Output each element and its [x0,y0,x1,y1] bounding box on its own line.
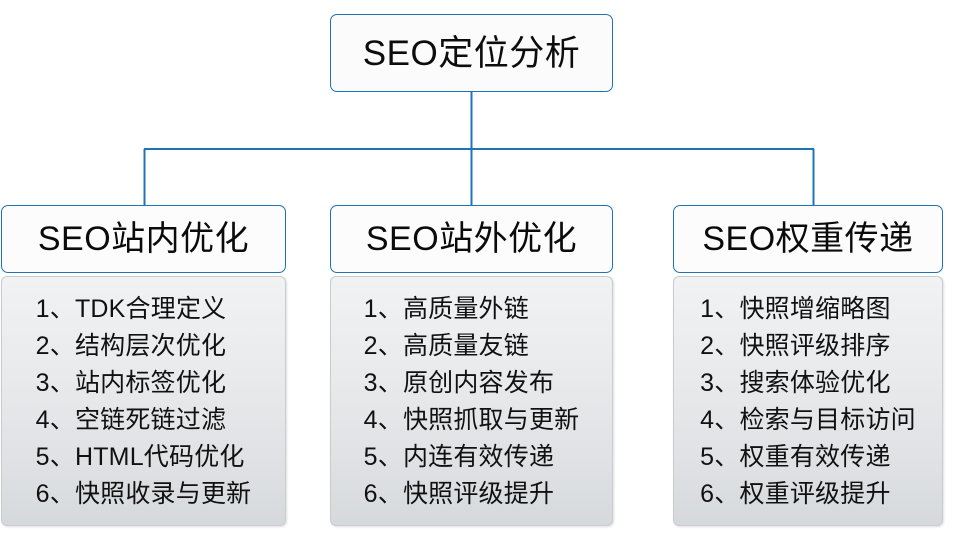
branch-header-2[interactable]: SEO站外优化 [330,205,613,273]
list-item: 3、原创内容发布 [363,369,555,397]
list-item: 3、站内标签优化 [35,369,227,397]
branch-header-label-3: SEO权重传递 [702,220,914,258]
root-node[interactable]: SEO定位分析 [330,14,613,92]
branch-header-label-1: SEO站内优化 [37,220,250,258]
branch-item-list-1: 1、TDK合理定义 2、结构层次优化 3、站内标签优化 4、空链死链过滤 5、H… [36,291,252,513]
branch-panel-1: 1、TDK合理定义 2、结构层次优化 3、站内标签优化 4、空链死链过滤 5、H… [1,276,286,526]
list-item: 2、高质量友链 [363,332,529,360]
branch-item-list-2: 1、高质量外链 2、高质量友链 3、原创内容发布 4、快照抓取与更新 5、内连有… [364,291,580,513]
list-item: 2、结构层次优化 [35,332,227,360]
list-item: 1、高质量外链 [363,295,529,323]
list-item: 4、快照抓取与更新 [363,406,580,434]
branch-column-1: SEO站内优化 1、TDK合理定义 2、结构层次优化 3、站内标签优化 4、空链… [1,205,286,526]
list-item: 2、快照评级排序 [700,332,891,360]
root-node-label: SEO定位分析 [362,33,581,73]
branch-header-1[interactable]: SEO站内优化 [1,205,286,273]
branch-item-list-3: 1、快照增缩略图 2、快照评级排序 3、搜索体验优化 4、检索与目标访问 5、权… [700,291,916,513]
branch-panel-2: 1、高质量外链 2、高质量友链 3、原创内容发布 4、快照抓取与更新 5、内连有… [330,276,613,526]
list-item: 5、权重有效传递 [700,443,891,471]
list-item: 3、搜索体验优化 [700,369,891,397]
list-item: 6、快照收录与更新 [35,480,252,508]
list-item: 4、空链死链过滤 [35,406,227,434]
list-item: 5、HTML代码优化 [35,443,245,471]
list-item: 6、快照评级提升 [363,480,555,508]
list-item: 6、权重评级提升 [700,480,891,508]
branch-panel-3: 1、快照增缩略图 2、快照评级排序 3、搜索体验优化 4、检索与目标访问 5、权… [673,276,943,526]
branch-column-3: SEO权重传递 1、快照增缩略图 2、快照评级排序 3、搜索体验优化 4、检索与… [673,205,943,526]
list-item: 1、TDK合理定义 [35,295,227,323]
list-item: 1、快照增缩略图 [700,295,891,323]
branch-column-2: SEO站外优化 1、高质量外链 2、高质量友链 3、原创内容发布 4、快照抓取与… [330,205,613,526]
branch-header-label-2: SEO站外优化 [365,220,578,258]
list-item: 5、内连有效传递 [363,443,555,471]
list-item: 4、检索与目标访问 [700,406,916,434]
branch-header-3[interactable]: SEO权重传递 [673,205,943,273]
